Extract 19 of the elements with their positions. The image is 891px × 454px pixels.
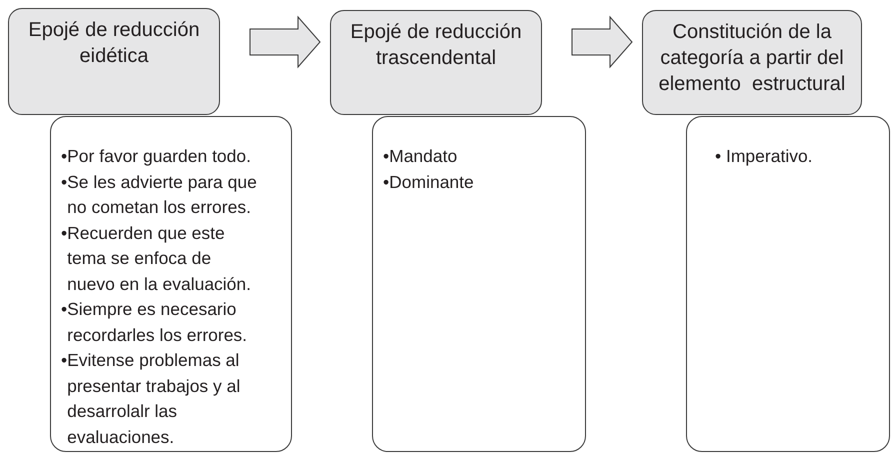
- stage-header-box: [642, 10, 862, 115]
- details-card: [372, 116, 586, 452]
- bullet-item: •Recuerden que este tema se enfoca de nuevo en la evaluación.: [61, 222, 252, 296]
- bullet-item: •Evitense problemas al presentar trabajos y al desarrolalr las evaluaciones.: [61, 349, 242, 448]
- stage-header-box: [330, 10, 542, 115]
- bullet-item: •Por favor guarden todo.: [61, 145, 252, 168]
- bullet-item: •Siempre es necesario recordarles los errores.: [61, 298, 248, 346]
- bullet-item: • Imperativo.: [715, 145, 814, 168]
- block-arrow: [572, 16, 633, 68]
- bullet-item: •Se les advierte para que no cometan los errores.: [61, 170, 258, 219]
- stage-header-box: [8, 8, 220, 115]
- details-card: [686, 116, 890, 452]
- bullet-item: •Mandato: [383, 145, 458, 168]
- bullet-item: •Dominante: [383, 170, 475, 194]
- stage-title: Constitución de la categoría a partir del elemento estructural: [658, 20, 846, 97]
- details-card: [50, 116, 292, 452]
- stage-title: Epojé de reducción eidética: [27, 18, 201, 69]
- block-arrow: [250, 16, 321, 68]
- stage-title: Epojé de reducción trascendental: [349, 20, 523, 71]
